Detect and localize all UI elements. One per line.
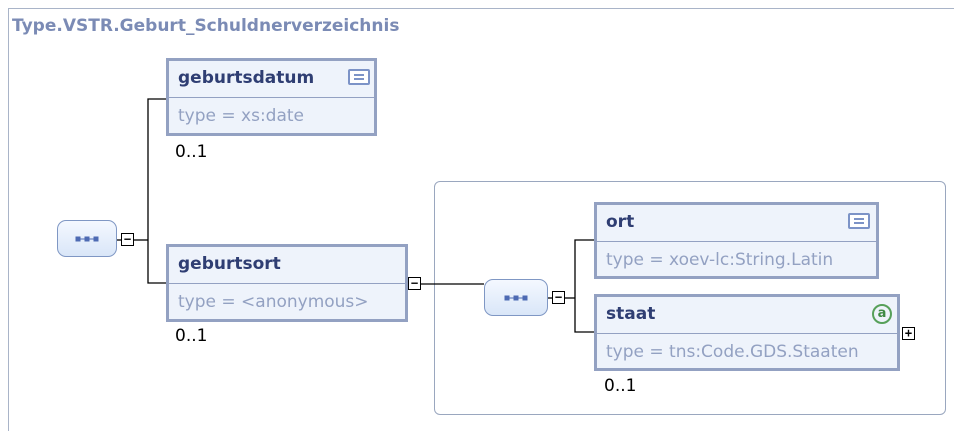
diagram-title: Type.VSTR.Geburt_Schuldnerverzeichnis [12, 16, 400, 36]
documentation-icon [348, 69, 370, 85]
cardinality-label: 0..1 [604, 376, 637, 396]
element-name: staat [606, 304, 656, 324]
geburtsort-content-box [434, 181, 946, 415]
expand-toggle[interactable]: + [902, 327, 915, 340]
collapse-toggle[interactable]: − [408, 277, 421, 290]
cardinality-label: 0..1 [175, 142, 208, 162]
sequence-icon [75, 236, 99, 241]
documentation-icon [848, 213, 870, 229]
diagram-frame [8, 8, 954, 431]
element-type: type = tns:Code.GDS.Staaten [606, 342, 859, 362]
cardinality-label: 0..1 [175, 326, 208, 346]
attribute-icon: a [872, 304, 892, 324]
element-type: type = <anonymous> [178, 292, 369, 312]
connector-line [574, 239, 594, 333]
element-ort[interactable]: ort type = xoev-lc:String.Latin [594, 202, 879, 279]
collapse-toggle[interactable]: − [552, 291, 565, 304]
element-type: type = xs:date [178, 106, 305, 126]
sequence-icon [504, 295, 528, 300]
sequence-compositor[interactable] [57, 220, 117, 257]
element-name: geburtsdatum [178, 68, 315, 88]
connector-line [147, 98, 166, 284]
element-type: type = xoev-lc:String.Latin [606, 250, 834, 270]
sequence-compositor[interactable] [484, 279, 548, 316]
element-geburtsort[interactable]: geburtsort type = <anonymous> [166, 244, 408, 322]
collapse-toggle[interactable]: − [121, 233, 134, 246]
element-name: geburtsort [178, 254, 281, 274]
element-geburtsdatum[interactable]: geburtsdatum type = xs:date [166, 58, 377, 136]
element-name: ort [606, 212, 635, 232]
element-staat[interactable]: staat a type = tns:Code.GDS.Staaten [594, 294, 900, 371]
